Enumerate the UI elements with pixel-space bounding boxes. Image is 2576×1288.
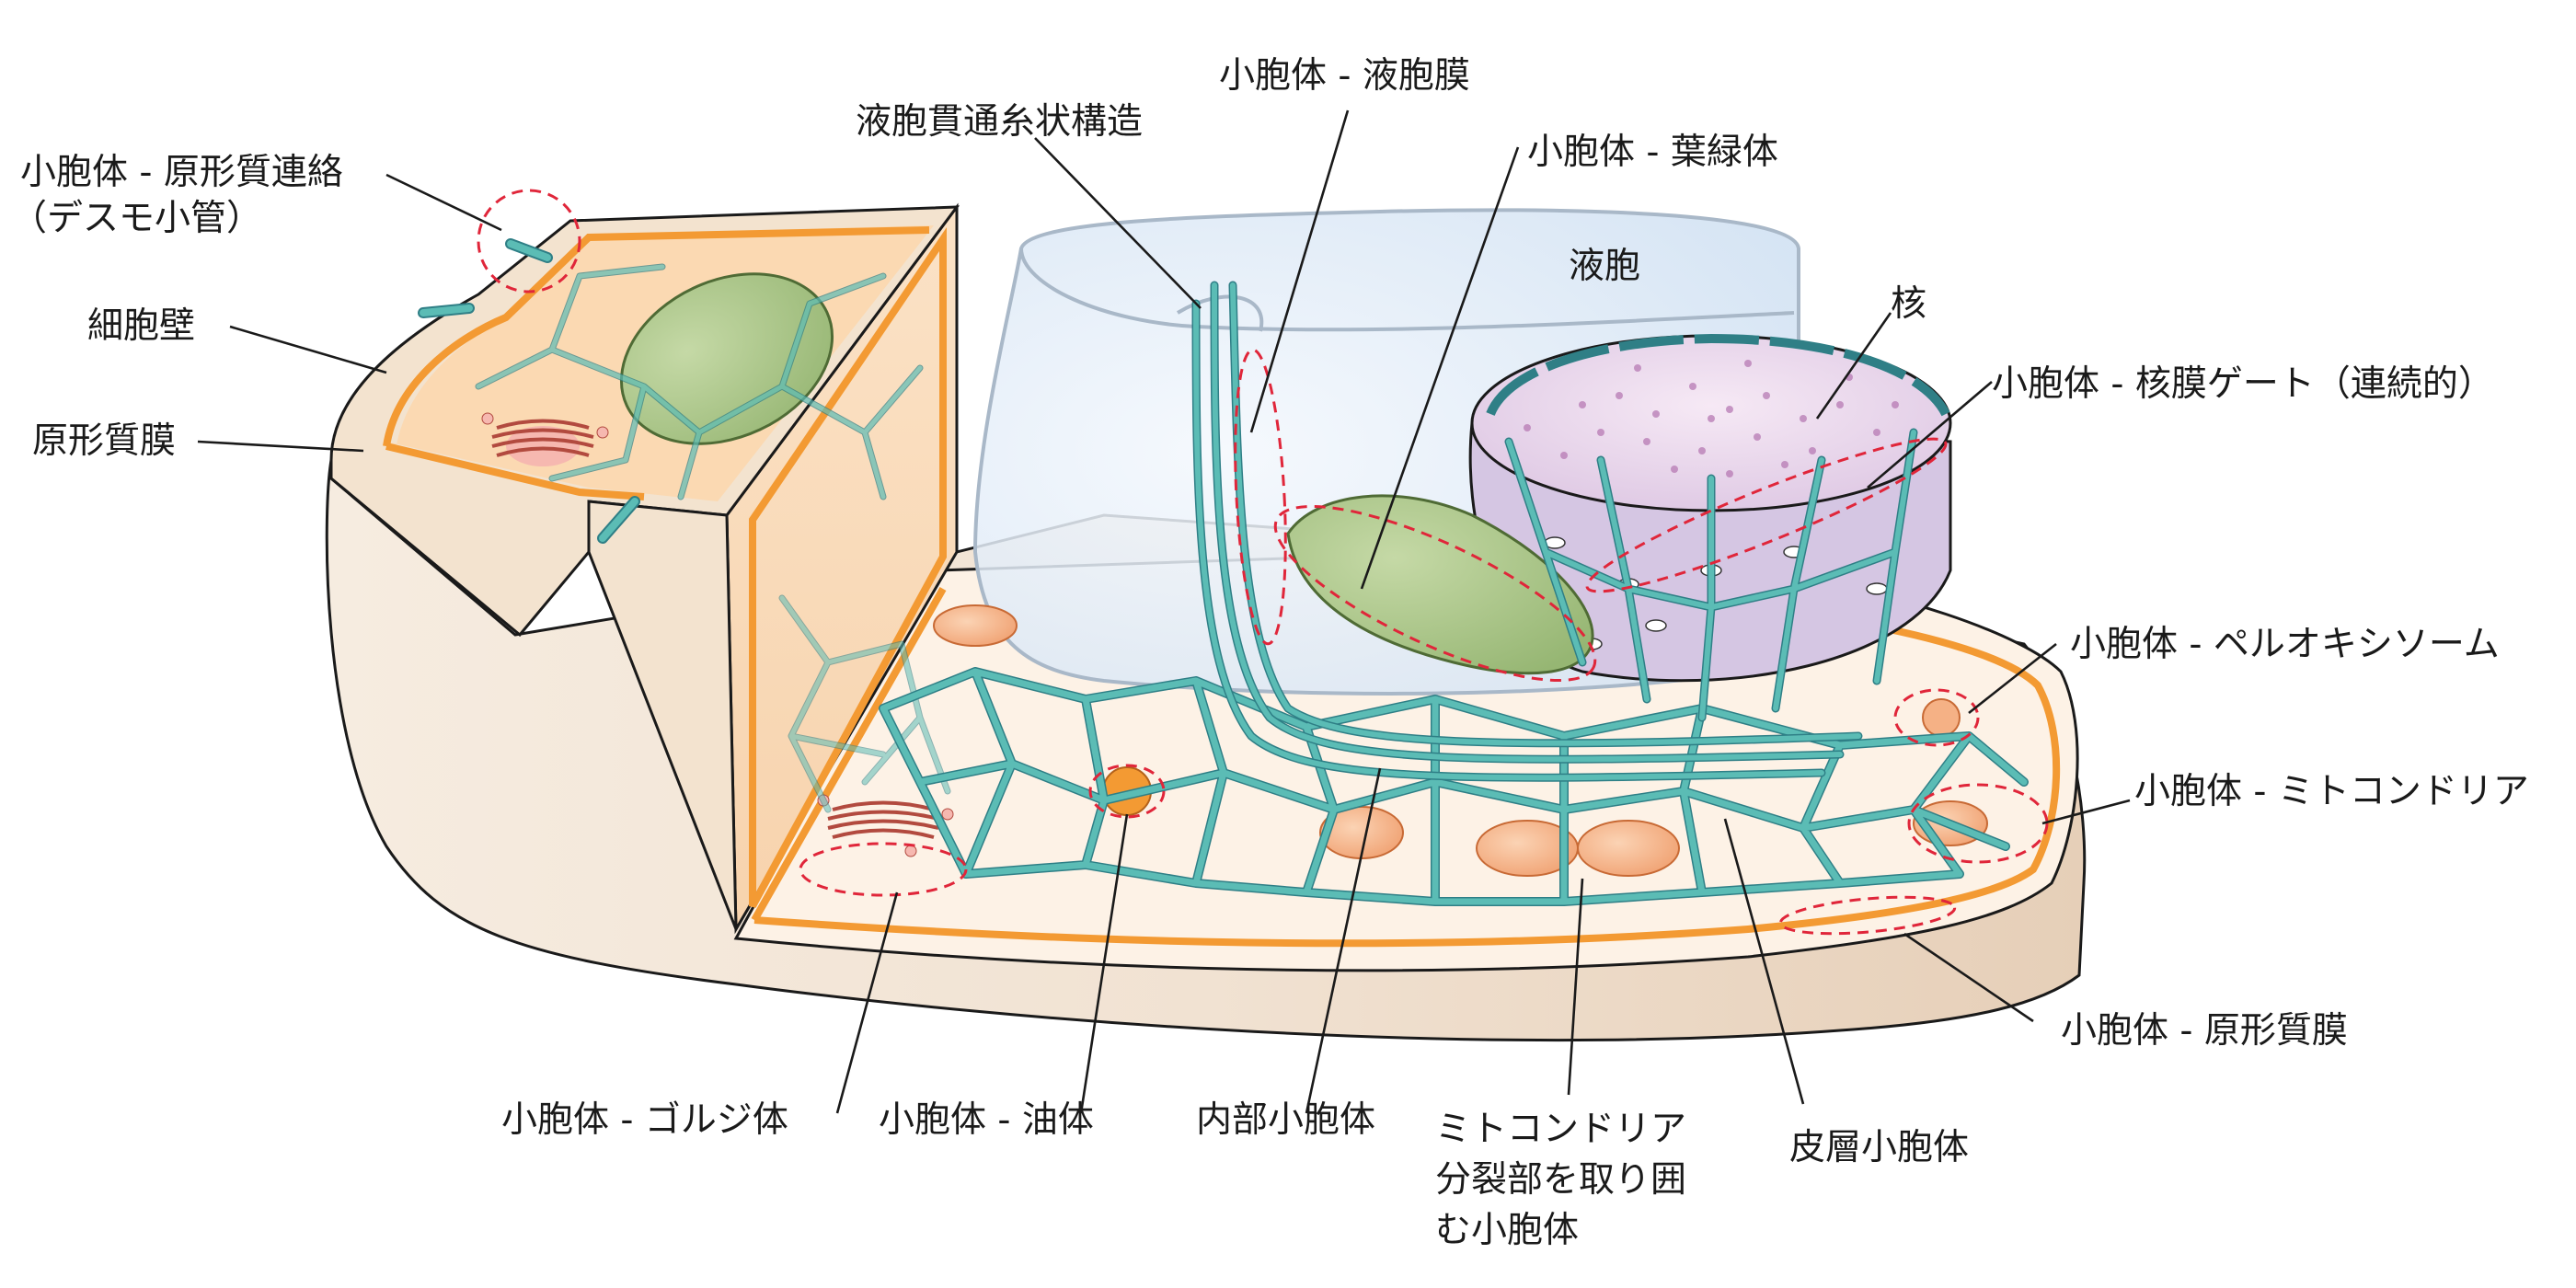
label-er-mitochondria: 小胞体 - ミトコンドリア <box>2134 771 2529 812</box>
label-transvacuolar-strands: 液胞貫通糸状構造 <box>856 101 1143 143</box>
chloroplast-right <box>1286 494 1594 675</box>
nucleus-envelope-rim <box>1486 333 1950 417</box>
chromatin-dots <box>1524 360 1899 477</box>
label-er-nuclear-gate: 小胞体 - 核膜ゲート（連続的） <box>1992 363 2494 405</box>
plasma-membrane-left-edge <box>385 443 645 500</box>
plasma-membrane-front <box>749 226 947 908</box>
label-er-chloroplast: 小胞体 - 葉緑体 <box>1527 132 1778 173</box>
vacuole-top-rim <box>1019 247 1795 332</box>
highlight-er-peroxisome <box>1893 688 1980 747</box>
label-er-plasma-membrane: 小胞体 - 原形質膜 <box>2061 1010 2348 1052</box>
label-vacuole: 液胞 <box>1569 246 1640 287</box>
label-er-golgi: 小胞体 - ゴルジ体 <box>501 1099 788 1141</box>
label-plasma-membrane: 原形質膜 <box>32 420 176 462</box>
highlight-er-chloroplast <box>1273 504 1597 683</box>
plasmodesmata-tubes <box>418 238 640 544</box>
labels: 小胞体 - 原形質連絡 （デスモ小管） 細胞壁 原形質膜 液胞貫通糸状構造 小胞… <box>11 55 2529 1251</box>
label-mito-division-line1: ミトコンドリア <box>1435 1109 1686 1150</box>
chloroplast-left <box>619 272 834 445</box>
plasma-membrane-left <box>383 226 930 447</box>
er-network-cortical <box>879 667 2029 906</box>
highlight-er-plasma-membrane <box>1778 895 1957 936</box>
label-nucleus: 核 <box>1891 283 1926 325</box>
label-plasmodesmata: 小胞体 - 原形質連絡 <box>20 152 343 193</box>
plasma-membrane-top <box>751 585 2061 948</box>
label-mito-division-line3: む小胞体 <box>1435 1210 1579 1251</box>
label-cortical-er: 皮層小胞体 <box>1789 1127 1969 1168</box>
golgi-apparatus-left <box>481 412 609 466</box>
label-internal-er: 内部小胞体 <box>1196 1099 1375 1141</box>
transvacuolar-strands <box>1191 281 1863 782</box>
label-desmotubule: （デスモ小管） <box>11 198 262 239</box>
er-network-front-face <box>778 594 951 813</box>
peroxisome <box>1922 698 1961 737</box>
label-cell-wall: 細胞壁 <box>87 305 195 347</box>
mitochondrion <box>933 604 1018 647</box>
label-mito-division-line2: 分裂部を取り囲 <box>1435 1159 1686 1201</box>
highlight-er-nuclear-gate <box>1585 437 1948 593</box>
er-network-top-left <box>475 263 924 500</box>
leader-lines <box>197 109 2131 1114</box>
contact-site-highlights <box>477 189 2049 936</box>
highlight-er-golgi <box>799 842 968 897</box>
label-er-peroxisome: 小胞体 - ペルオキシソーム <box>2070 624 2500 665</box>
highlight-er-oil-body <box>1088 764 1166 819</box>
highlight-plasmodesmata <box>477 189 581 293</box>
label-er-oil-body: 小胞体 - 油体 <box>879 1099 1094 1141</box>
lower-left-face <box>587 500 738 930</box>
mitochondrion <box>1577 820 1680 877</box>
highlight-er-vacuole <box>1234 348 1287 646</box>
label-er-vacuole: 小胞体 - 液胞膜 <box>1219 55 1470 97</box>
